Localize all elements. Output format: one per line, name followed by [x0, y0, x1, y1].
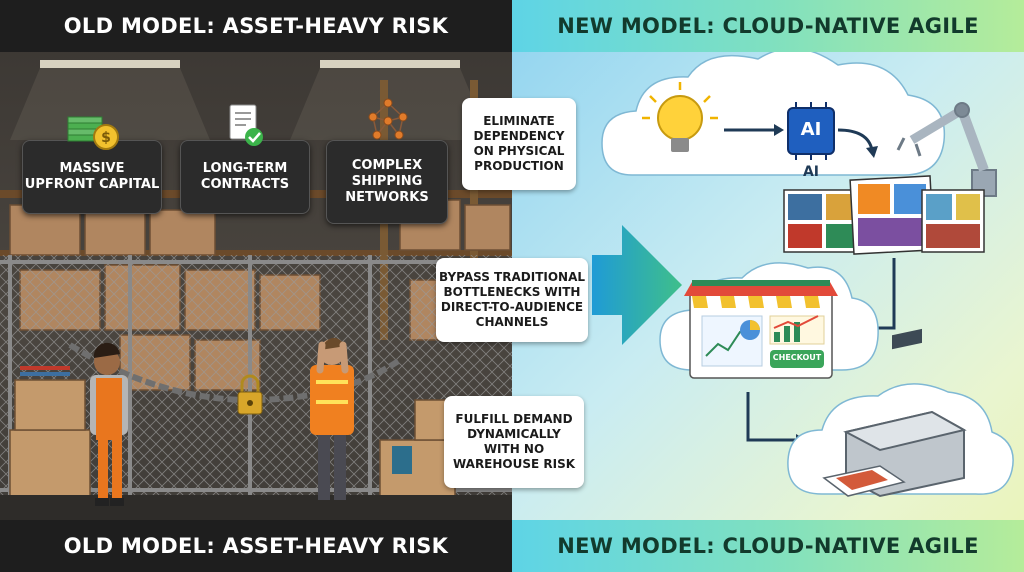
- ceiling-light: [40, 60, 180, 68]
- comic-panel-grid: [783, 175, 985, 255]
- ai-chip-label: AI: [800, 119, 822, 140]
- old-model-card-label: MASSIVE UPFRONT CAPITAL: [24, 161, 160, 192]
- comic-book-stack: [20, 366, 412, 474]
- benefit-card-label: BYPASS TRADITIONAL BOTTLENECKS WITH DIRE…: [438, 270, 586, 329]
- printer-icon: [822, 328, 967, 498]
- cloud-flow-scene: [592, 47, 1014, 498]
- new-model-title-bottom: NEW MODEL: CLOUD-NATIVE AGILE: [512, 520, 1024, 572]
- benefit-card-label: ELIMINATE DEPENDENCY ON PHYSICAL PRODUCT…: [473, 114, 565, 173]
- old-model-card-shipping: COMPLEX SHIPPING NETWORKS: [326, 98, 448, 224]
- benefit-card-warehouse: FULFILL DEMAND DYNAMICALLY WITH NO WAREH…: [444, 396, 584, 488]
- old-model-title-bottom: OLD MODEL: ASSET-HEAVY RISK: [0, 520, 512, 572]
- old-model-card-label: LONG-TERM CONTRACTS: [200, 161, 290, 192]
- old-model-card-label: COMPLEX SHIPPING NETWORKS: [345, 158, 429, 205]
- padlock-icon: [237, 374, 263, 415]
- old-model-card-capital: $ MASSIVE UPFRONT CAPITAL: [22, 116, 162, 214]
- lightbulb-icon: [642, 82, 718, 152]
- flow-arrow-ai-to-panels: [837, 128, 878, 158]
- contract-document-icon: [229, 104, 263, 146]
- benefit-card-label: FULFILL DEMAND DYNAMICALLY WITH NO WAREH…: [452, 412, 576, 471]
- svg-text:$: $: [101, 130, 111, 146]
- network-nodes-icon: [368, 98, 408, 140]
- light-beam: [10, 68, 210, 140]
- old-model-panel: $ MASSIVE UPFRONT CAPITAL LONG-TERM CONT…: [0, 0, 512, 572]
- shelf-beam: [0, 250, 512, 256]
- worker-left-figure: [90, 342, 128, 506]
- new-model-panel: AI AI CHECKOUT: [512, 0, 1024, 572]
- flow-arrow-idea-to-ai: [724, 124, 784, 136]
- checkout-button[interactable]: [770, 350, 824, 368]
- ceiling-light: [320, 60, 460, 68]
- new-model-title-top: NEW MODEL: CLOUD-NATIVE AGILE: [512, 0, 1024, 52]
- old-model-card-contracts: LONG-TERM CONTRACTS: [180, 104, 310, 214]
- benefit-card-production: ELIMINATE DEPENDENCY ON PHYSICAL PRODUCT…: [462, 98, 576, 190]
- cloud-top: [601, 47, 946, 176]
- old-model-title-top: OLD MODEL: ASSET-HEAVY RISK: [0, 0, 512, 52]
- money-stack-icon: $: [67, 116, 119, 150]
- benefit-card-bottlenecks: BYPASS TRADITIONAL BOTTLENECKS WITH DIRE…: [436, 258, 588, 342]
- transition-arrow: [592, 225, 682, 345]
- ai-chip-icon: [787, 102, 835, 160]
- checkout-label[interactable]: CHECKOUT: [772, 353, 822, 362]
- ai-caption: AI: [802, 164, 820, 180]
- worker-right-figure: [310, 337, 354, 500]
